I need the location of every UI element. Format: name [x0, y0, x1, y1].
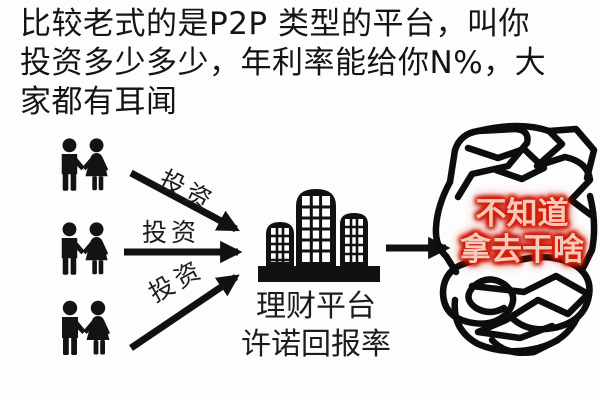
outcome-caption: 不知道 拿去干啥 — [444, 196, 600, 268]
investor-couple-icon-3 — [62, 300, 110, 355]
investor-couple-icon-1 — [61, 138, 109, 191]
buildings-icon — [258, 189, 380, 282]
caption-line-2: 投资多少多少，年利率能给你N%，大 — [20, 45, 547, 81]
caption-text: 比较老式的是P2P 类型的平台，叫你 投资多少多少，年利率能给你N%，大 家都有… — [20, 5, 596, 122]
scribble-tangle-icon — [432, 122, 598, 356]
invest-arrow-top — [129, 169, 240, 233]
platform-caption: 理财平台 许诺回报率 — [228, 288, 404, 364]
outcome-line-1: 不知道 — [475, 196, 569, 232]
outcome-line-2: 拿去干啥 — [460, 232, 584, 268]
caption-line-1: 比较老式的是P2P 类型的平台，叫你 — [20, 6, 530, 42]
invest-label-middle: 投资 — [142, 218, 201, 247]
platform-promise: 许诺回报率 — [241, 327, 391, 362]
caption-line-3: 家都有耳闻 — [20, 84, 178, 120]
investor-couple-icon-2 — [61, 222, 109, 275]
invest-arrow-bottom — [129, 274, 240, 351]
platform-name: 理财平台 — [256, 289, 376, 324]
